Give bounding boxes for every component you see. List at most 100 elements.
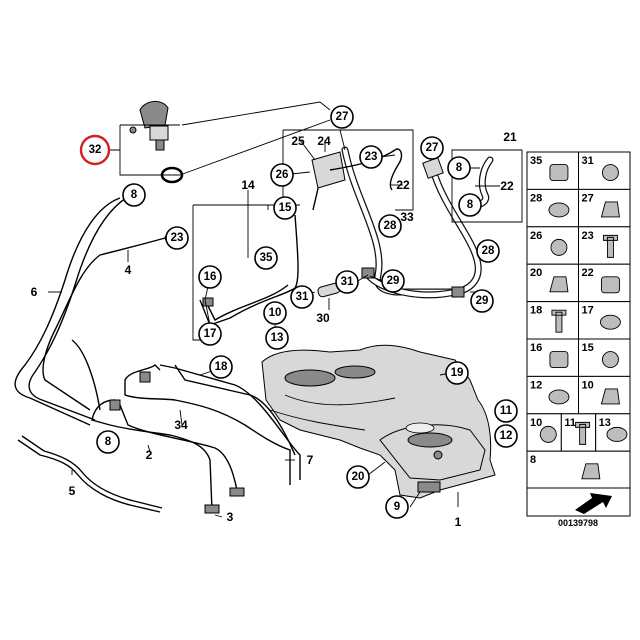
callout-18: 18	[209, 355, 233, 379]
callout-number: 19	[451, 367, 464, 379]
callout-circle	[381, 269, 405, 293]
callout-circle	[330, 105, 354, 129]
callout-number: 8	[467, 199, 474, 211]
grid-part-number: 10	[530, 417, 542, 429]
grid-part-glyph	[575, 421, 591, 445]
grid-part-number: 12	[530, 379, 542, 391]
label-4: 4	[125, 263, 132, 277]
callout-circle	[270, 163, 294, 187]
callout-number: 28	[384, 220, 397, 232]
callout-circle	[445, 361, 469, 385]
filler-hose-small	[364, 271, 459, 299]
callout-circle	[263, 301, 287, 325]
callout-11: 11	[494, 399, 518, 423]
fuel-tank	[261, 344, 496, 499]
callout-number: 17	[204, 328, 217, 340]
label-34: 34	[174, 418, 188, 432]
callout-26: 26	[270, 163, 294, 187]
callout-19: 19	[445, 361, 469, 385]
callout-number: 8	[131, 189, 138, 201]
callout-circle	[198, 322, 222, 346]
filler-hose-right	[422, 157, 482, 296]
callout-circle	[265, 326, 289, 350]
callout-number: 15	[279, 202, 292, 214]
callout-circle	[254, 246, 278, 270]
grid-part-number: 26	[530, 230, 542, 242]
callout-circle	[165, 226, 189, 250]
callout-13: 13	[265, 326, 289, 350]
label-14: 14	[241, 178, 255, 192]
callout-number: 26	[276, 169, 289, 181]
callout-8a: 8	[447, 156, 471, 180]
callout-number: 18	[215, 361, 228, 373]
label-6: 6	[31, 285, 38, 299]
grid-part-number: 10	[582, 379, 594, 391]
callout-20: 20	[346, 465, 370, 489]
fuel-lines-lower	[17, 364, 301, 514]
label-1: 1	[455, 515, 462, 529]
grid-part-glyph	[548, 389, 570, 405]
callout-28b: 28	[476, 239, 500, 263]
callout-32: 32	[79, 134, 111, 166]
grid-part-glyph	[551, 309, 567, 333]
grid-cell	[560, 413, 597, 452]
callout-circle	[335, 270, 359, 294]
grid-part-number: 28	[530, 192, 542, 204]
label-24: 24	[317, 134, 331, 148]
fuel-lines-long	[14, 197, 172, 426]
grid-part-glyph	[550, 238, 568, 256]
callout-circle	[79, 134, 111, 166]
callout-circle	[359, 145, 383, 169]
callout-27b: 27	[420, 136, 444, 160]
grid-part-number: 8	[530, 454, 536, 466]
callout-circle	[378, 214, 402, 238]
grid-part-number: 31	[582, 155, 594, 167]
callout-8b: 8	[458, 193, 482, 217]
callout-8d: 8	[96, 430, 120, 454]
callout-circle	[494, 399, 518, 423]
callout-9: 9	[385, 495, 409, 519]
grid-part-number: 17	[582, 305, 594, 317]
grid-part-glyph	[599, 314, 621, 330]
callout-circle	[385, 495, 409, 519]
label-7: 7	[307, 453, 314, 467]
callout-number: 27	[426, 142, 439, 154]
callout-circle	[447, 156, 471, 180]
grid-part-glyph	[549, 276, 569, 293]
callout-number: 20	[352, 471, 365, 483]
grid-part-glyph	[549, 164, 569, 182]
callout-circle	[273, 196, 297, 220]
grid-part-glyph	[600, 388, 620, 405]
grid-part-glyph	[600, 201, 620, 218]
callout-10: 10	[263, 301, 287, 325]
grid-part-number: 13	[599, 417, 611, 429]
callout-number: 32	[89, 144, 102, 156]
label-3: 3	[227, 510, 234, 524]
callout-29a: 29	[381, 269, 405, 293]
callout-number: 8	[456, 162, 463, 174]
callout-16: 16	[198, 265, 222, 289]
grid-part-glyph	[600, 276, 620, 294]
label-22b: 22	[500, 179, 514, 193]
callout-number: 29	[387, 275, 400, 287]
grid-part-number: 11	[564, 417, 576, 429]
callout-circle	[122, 183, 146, 207]
callout-23b: 23	[165, 226, 189, 250]
callout-circle	[209, 355, 233, 379]
grid-part-number: 27	[582, 192, 594, 204]
grid-part-glyph	[601, 351, 619, 369]
grid-part-glyph	[548, 202, 570, 218]
hose-clamps	[317, 267, 465, 298]
callout-number: 31	[341, 276, 354, 288]
callout-circle	[458, 193, 482, 217]
grid-part-glyph	[581, 463, 601, 480]
callout-circle	[96, 430, 120, 454]
fuel-cap	[129, 101, 184, 184]
callout-number: 8	[105, 436, 112, 448]
grid-part-number: 20	[530, 267, 542, 279]
label-33: 33	[400, 210, 414, 224]
diagram-number: 00139798	[558, 518, 598, 528]
callout-circle	[290, 285, 314, 309]
callout-17: 17	[198, 322, 222, 346]
